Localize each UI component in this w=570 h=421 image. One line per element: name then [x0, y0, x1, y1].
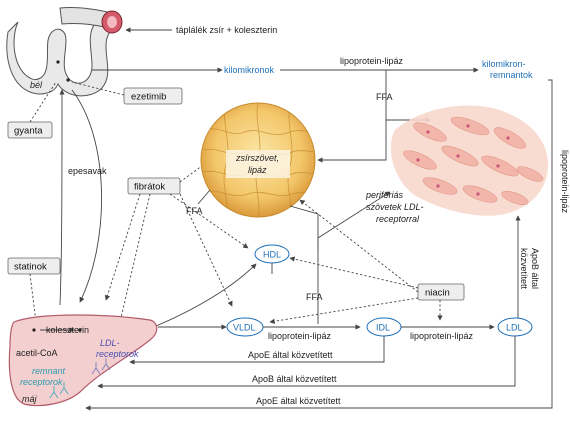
- liver-illustration: [8, 314, 158, 407]
- peripheral-tissue-illustration: [390, 105, 548, 216]
- ffa-mid-label: FFA: [306, 292, 323, 302]
- statins-label: statinok: [14, 262, 47, 273]
- chylomicrons-label: kilomikronok: [224, 65, 275, 75]
- resin-label: gyanta: [14, 126, 43, 137]
- statins-box: [7, 257, 61, 275]
- apoe-label-1: ApoE által közvetített: [248, 350, 333, 360]
- lpl-right-vertical-label: lipoprotein-lipáz: [560, 150, 570, 214]
- ldl-receptors-label-2: receptorok: [96, 349, 139, 359]
- liver-label: máj: [22, 394, 38, 404]
- lpl-vldl-label: lipoprotein-lipáz: [268, 331, 332, 341]
- acetyl-coa-label: acetil-CoA: [16, 348, 58, 358]
- apob-vertical-label-2: közvetített: [519, 248, 529, 290]
- ldl-receptors-label-1: LDL-: [100, 338, 120, 348]
- peripheral-label-1: perifériás: [365, 190, 404, 200]
- peripheral-label-2: szövetek LDL-: [366, 202, 424, 212]
- chylo-remnants-label-1: kilomikron-: [482, 59, 526, 69]
- apoe-label-2: ApoE által közvetített: [256, 396, 341, 406]
- adipose-tissue-illustration: zsírszövet, lipáz: [200, 102, 316, 218]
- chylo-remnants-label-2: remnantok: [490, 70, 533, 80]
- lpl-top-label: lipoprotein-lipáz: [340, 56, 404, 66]
- lpl-idl-label: lipoprotein-lipáz: [410, 331, 474, 341]
- gut-illustration: bél: [6, 7, 123, 97]
- ldl-label: LDL: [506, 323, 523, 333]
- fibrates-box: [127, 177, 181, 195]
- peripheral-label-3: receptorral: [376, 214, 420, 224]
- bile-acids-label: epesavak: [68, 166, 107, 176]
- adipose-label-2: lipáz: [248, 165, 267, 175]
- ezetimibe-box: [123, 87, 183, 105]
- ezetimibe-label: ezetimib: [131, 92, 166, 103]
- ffa-top-label: FFA: [376, 92, 393, 102]
- adipose-label-1: zsírszövet,: [235, 153, 279, 163]
- cholesterol-label: koleszterin: [46, 325, 89, 335]
- fibrates-label: fibrátok: [134, 182, 165, 193]
- nutrients-label: táplálék zsír + koleszterin: [176, 25, 277, 35]
- vldl-label: VLDL: [233, 323, 256, 333]
- apob-vertical-label-1: ApoB által: [530, 248, 540, 289]
- idl-label: IDL: [376, 323, 390, 333]
- ffa-left-label: FFA: [186, 206, 203, 216]
- remnant-receptors-label-1: remnant: [32, 366, 66, 376]
- apob-bottom-label: ApoB által közvetített: [252, 374, 337, 384]
- niacin-label: niacin: [425, 288, 450, 299]
- hdl-label: HDL: [263, 250, 281, 260]
- gut-label: bél: [30, 80, 43, 90]
- remnant-receptors-label-2: receptorok: [20, 377, 63, 387]
